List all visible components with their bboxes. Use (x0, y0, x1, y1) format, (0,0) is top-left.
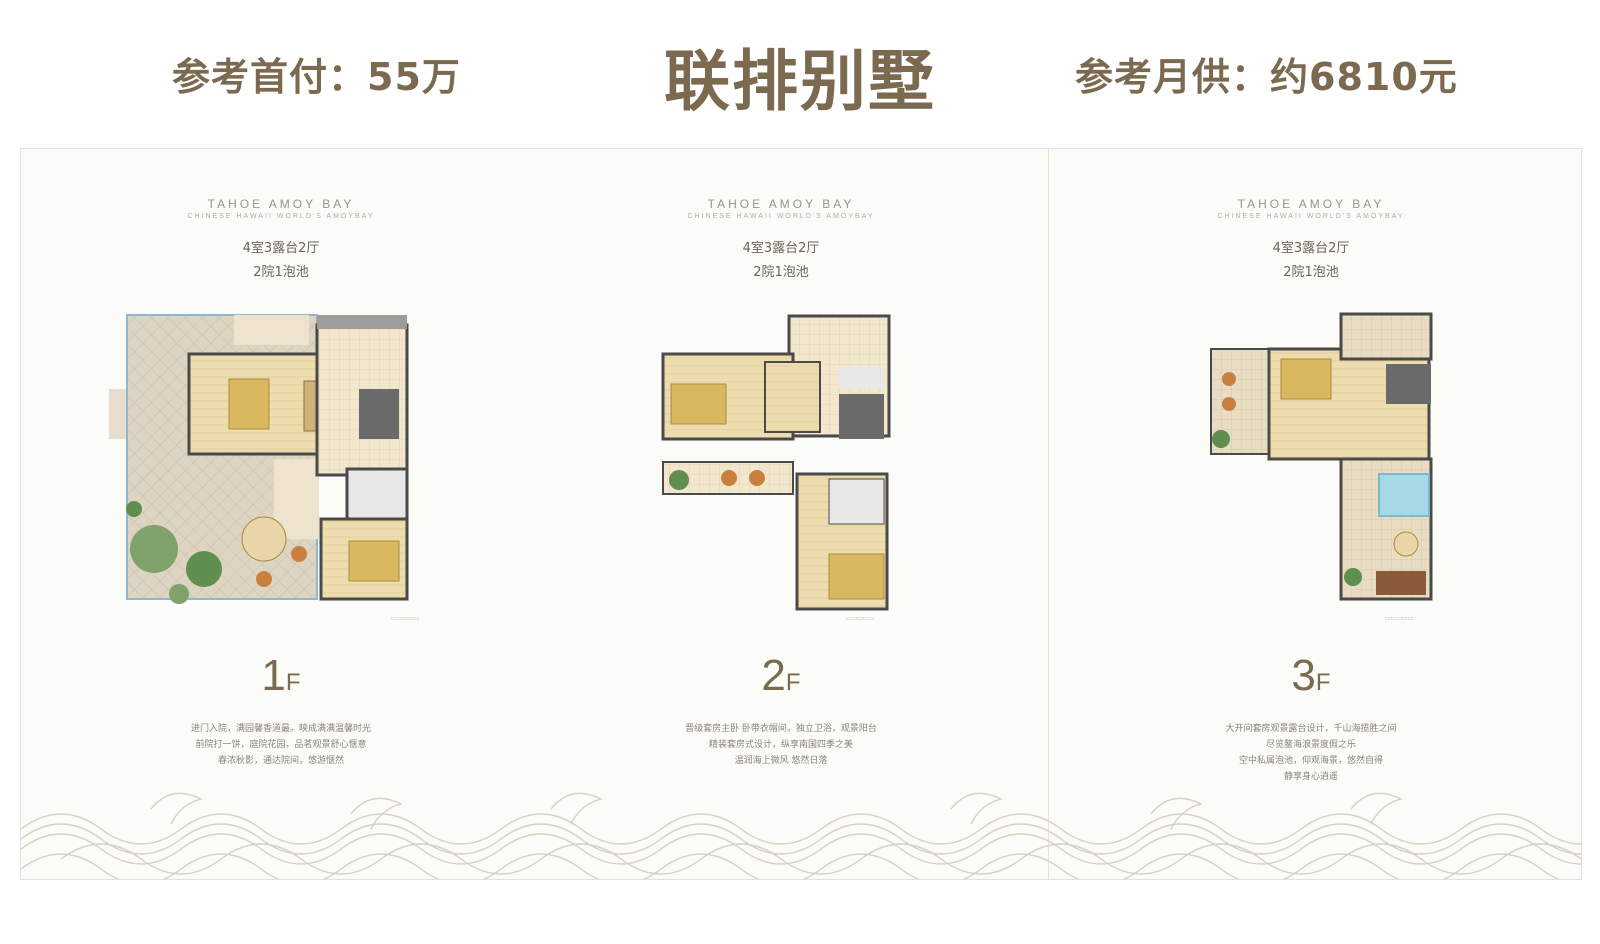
floor-number: 1 (261, 651, 286, 700)
floor-description: 晋级套房主卧 卧带衣帽间，独立卫浴，观景阳台 精装套房式设计，纵享南国四季之美 … (521, 721, 1041, 769)
unit-spec-rooms: 4室3露台2厅 (242, 241, 320, 256)
unit-spec-yards: 2院1泡池 (1283, 265, 1339, 280)
description-line: 进门入院，满园馨香道最。映成满满温馨时光 (190, 724, 371, 734)
brand-tagline: CHINESE HAWAII WORLD'S AMOYBAY (1217, 213, 1405, 220)
description-line: 前院打一饼，庭院花园，品茗观景舒心惬意 (195, 740, 367, 750)
brand-tagline: CHINESE HAWAII WORLD'S AMOYBAY (187, 213, 375, 220)
monthly-payment-label: 参考月供：约6810元 (1075, 55, 1458, 99)
floor-number: 2 (761, 651, 786, 700)
floor-plan-3f (1210, 312, 1433, 601)
down-payment-label: 参考首付：55万 (172, 55, 461, 99)
floor-description: 大开间套房观景露台设计，千山海揽胜之间 尽览鳌海浪景度假之乐 空中私属泡池，仰观… (1051, 721, 1571, 785)
floor-label: 3F (1051, 651, 1571, 701)
brand-name: TAHOE AMOY BAY (707, 197, 855, 211)
floor-panel-2f: TAHOE AMOY BAY CHINESE HAWAII WORLD'S AM… (521, 149, 1041, 879)
floor-unit: F (285, 669, 301, 696)
description-line: 空中私属泡池，仰观海景，悠然自得 (1238, 756, 1383, 766)
scale-note: ▭▭▭▭▭ (391, 615, 420, 622)
floor-unit: F (785, 669, 801, 696)
floor-unit: F (1315, 669, 1331, 696)
floor-label: 2F (521, 651, 1041, 701)
floor-plan-brochure: TAHOE AMOY BAY CHINESE HAWAII WORLD'S AM… (20, 148, 1582, 880)
scale-note: ▭▭▭▭▭ (1385, 615, 1414, 622)
floor-plan-1f (109, 314, 409, 604)
brand-name: TAHOE AMOY BAY (1237, 197, 1385, 211)
floor-description: 进门入院，满园馨香道最。映成满满温馨时光 前院打一饼，庭院花园，品茗观景舒心惬意… (21, 721, 541, 769)
description-line: 静享身心逍遥 (1283, 772, 1338, 782)
floor-plan-2f (661, 314, 891, 611)
floor-label: 1F (21, 651, 541, 701)
floor-panel-3f: TAHOE AMOY BAY CHINESE HAWAII WORLD'S AM… (1051, 149, 1571, 879)
description-line: 春浓秋影，通达院间，悠游惬然 (217, 756, 344, 766)
floor-panel-1f: TAHOE AMOY BAY CHINESE HAWAII WORLD'S AM… (21, 149, 541, 879)
description-line: 晋级套房主卧 卧带衣帽间，独立卫浴，观景阳台 (685, 724, 877, 734)
unit-spec-rooms: 4室3露台2厅 (1272, 241, 1350, 256)
brand-tagline: CHINESE HAWAII WORLD'S AMOYBAY (687, 213, 875, 220)
header: 参考首付：55万 联排别墅 参考月供：约6810元 (0, 0, 1600, 140)
page-title: 联排别墅 (664, 43, 936, 120)
floor-number: 3 (1291, 651, 1316, 700)
page-fold (1048, 149, 1049, 879)
wave-decoration (21, 792, 1581, 879)
description-line: 尽览鳌海浪景度假之乐 (1265, 740, 1356, 750)
unit-spec-rooms: 4室3露台2厅 (742, 241, 820, 256)
description-line: 精装套房式设计，纵享南国四季之美 (708, 740, 853, 750)
scale-note: ▭▭▭▭▭ (846, 615, 875, 622)
description-line: 大开间套房观景露台设计，千山海揽胜之间 (1225, 724, 1397, 734)
brand-name: TAHOE AMOY BAY (207, 197, 355, 211)
unit-spec-yards: 2院1泡池 (753, 265, 809, 280)
description-line: 温润海上微风 悠然日落 (734, 756, 828, 766)
unit-spec-yards: 2院1泡池 (253, 265, 309, 280)
